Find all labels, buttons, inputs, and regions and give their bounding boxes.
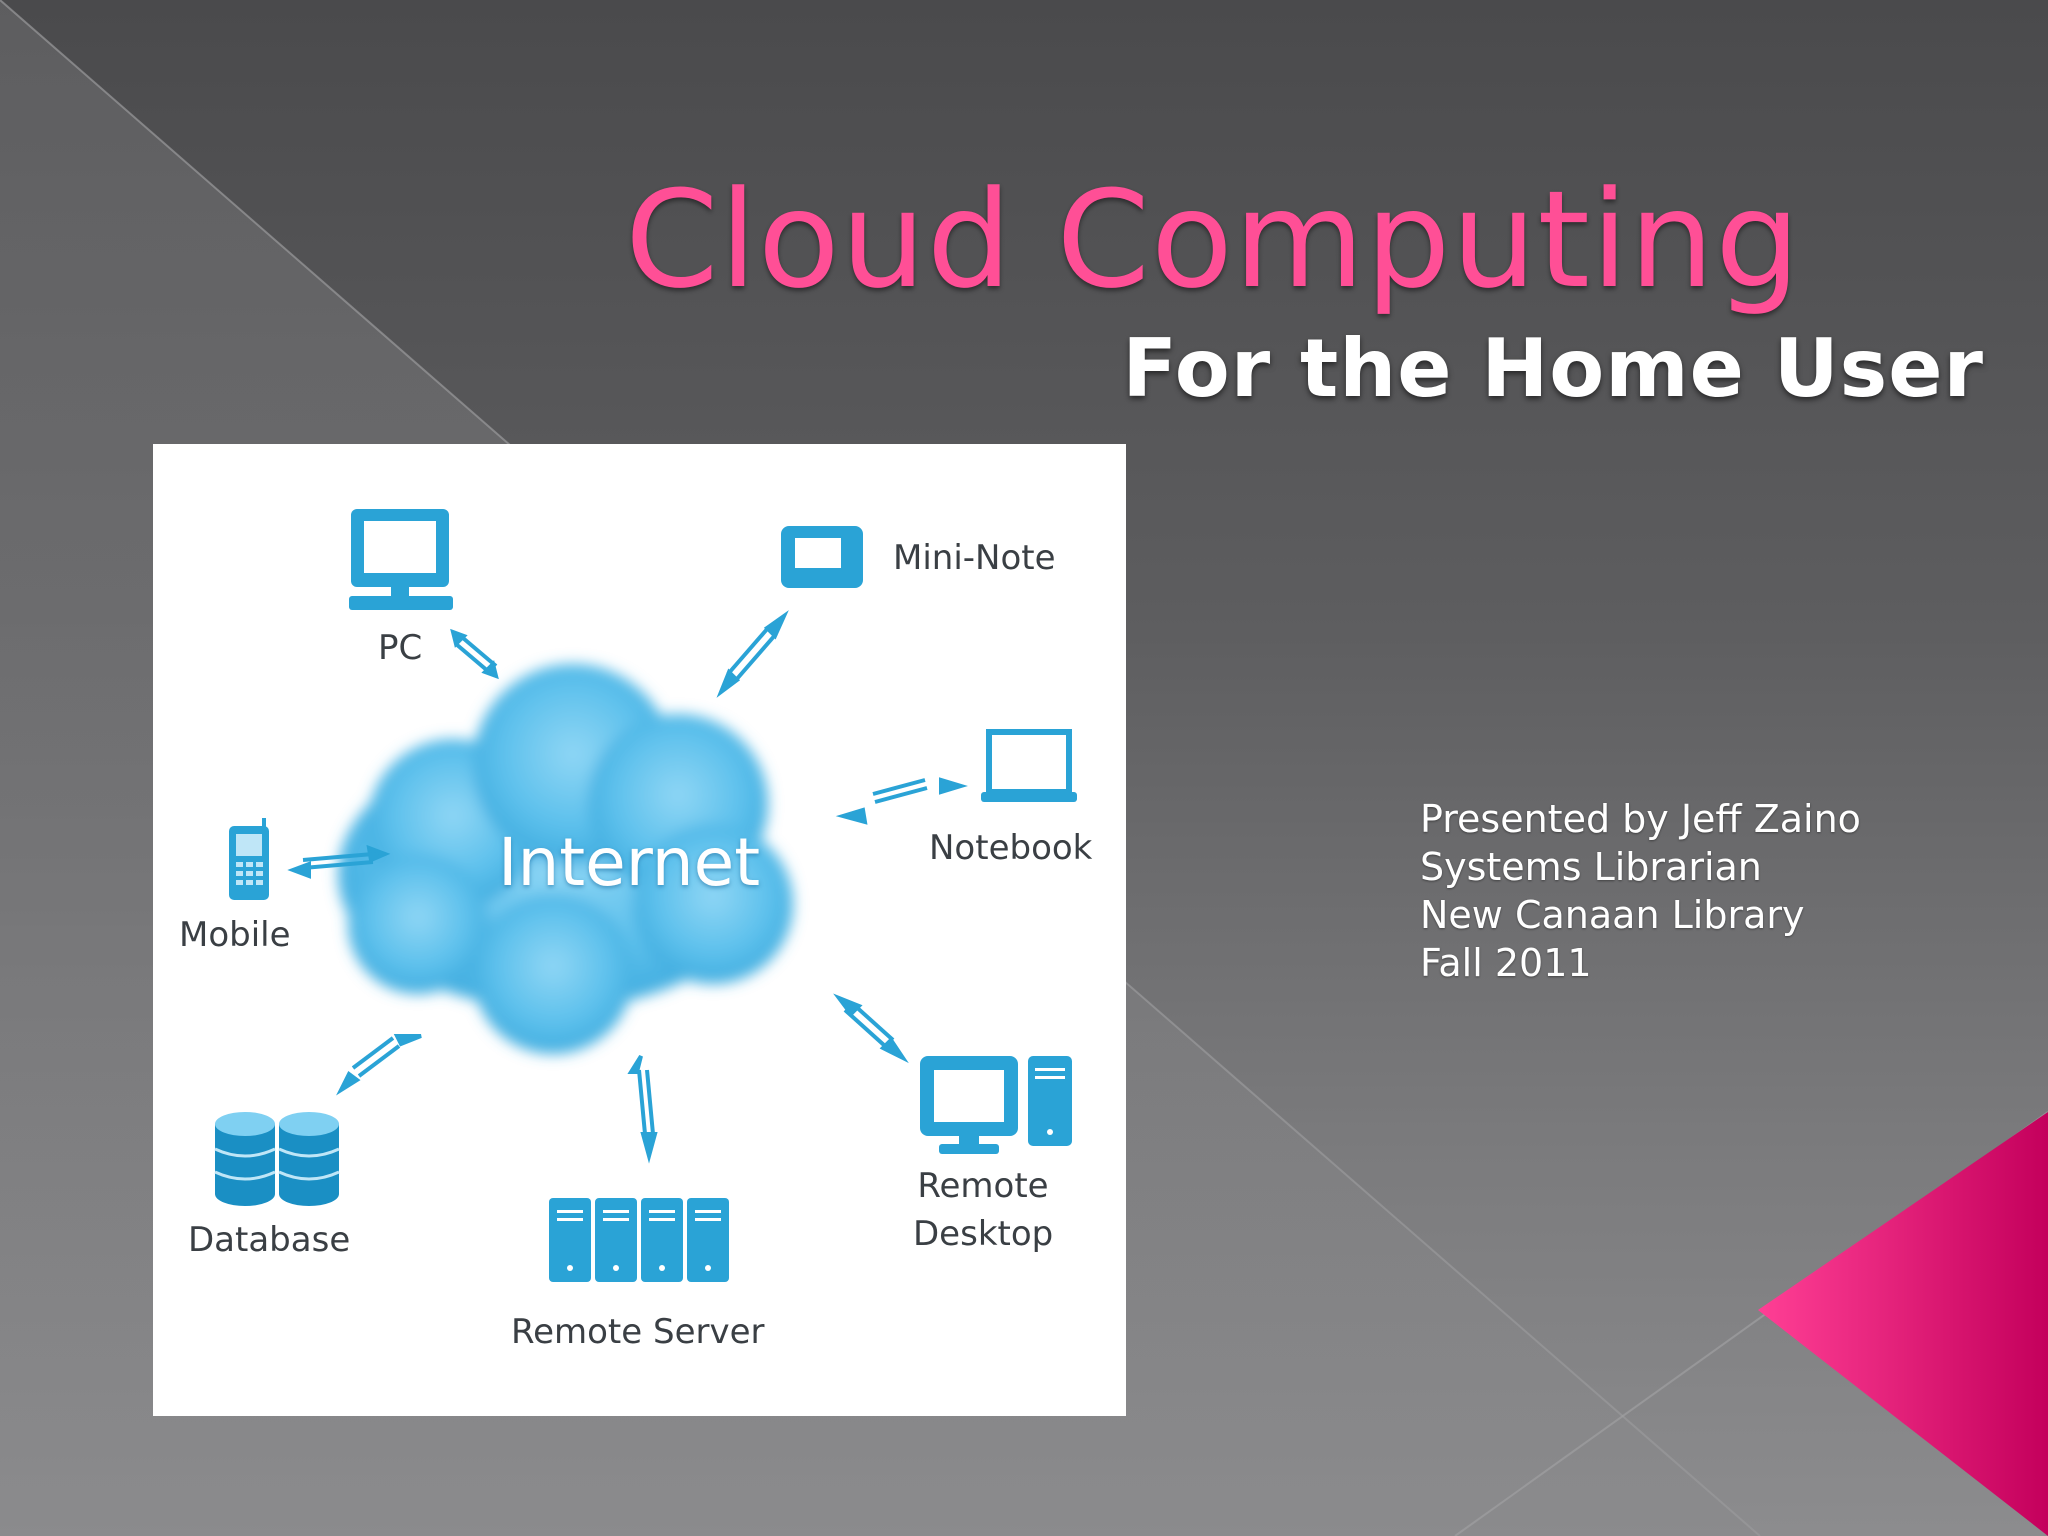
node-label-remote-desktop: Remote Desktop (913, 1166, 1054, 1254)
connection-arrows (287, 610, 968, 1164)
slide-title: Cloud Computing (625, 162, 1802, 318)
remote-desktop-icon (920, 1056, 1072, 1154)
node-label-mobile: Mobile (179, 915, 291, 955)
node-label-notebook: Notebook (929, 828, 1093, 868)
presenter-info: Presented by Jeff Zaino Systems Libraria… (1420, 795, 1861, 987)
cloud-diagram-art (214, 509, 1077, 1282)
desktop-pc-icon (349, 509, 453, 610)
pink-triangle-accent (1758, 1112, 2048, 1536)
database-icon (214, 1112, 340, 1206)
node-label-pc: PC (378, 628, 423, 668)
mobile-phone-icon (229, 818, 269, 900)
laptop-icon (981, 729, 1077, 802)
presenter-line-org: New Canaan Library (1420, 893, 1805, 937)
presenter-line-date: Fall 2011 (1420, 941, 1592, 985)
node-label-remote-server: Remote Server (511, 1312, 765, 1352)
presenter-line-name: Presented by Jeff Zaino (1420, 797, 1861, 841)
node-label-database: Database (188, 1220, 351, 1260)
server-rack-icon (549, 1198, 729, 1282)
presenter-line-role: Systems Librarian (1420, 845, 1762, 889)
mini-laptop-icon (781, 526, 863, 588)
node-label-mini-note: Mini-Note (893, 538, 1056, 578)
internet-cloud-icon (338, 664, 793, 1054)
cloud-diagram: Internet PC Mini-Note Notebook Mobile Da… (153, 444, 1126, 1416)
slide-subtitle: For the Home User (1122, 322, 1984, 415)
internet-label: Internet (498, 824, 761, 901)
